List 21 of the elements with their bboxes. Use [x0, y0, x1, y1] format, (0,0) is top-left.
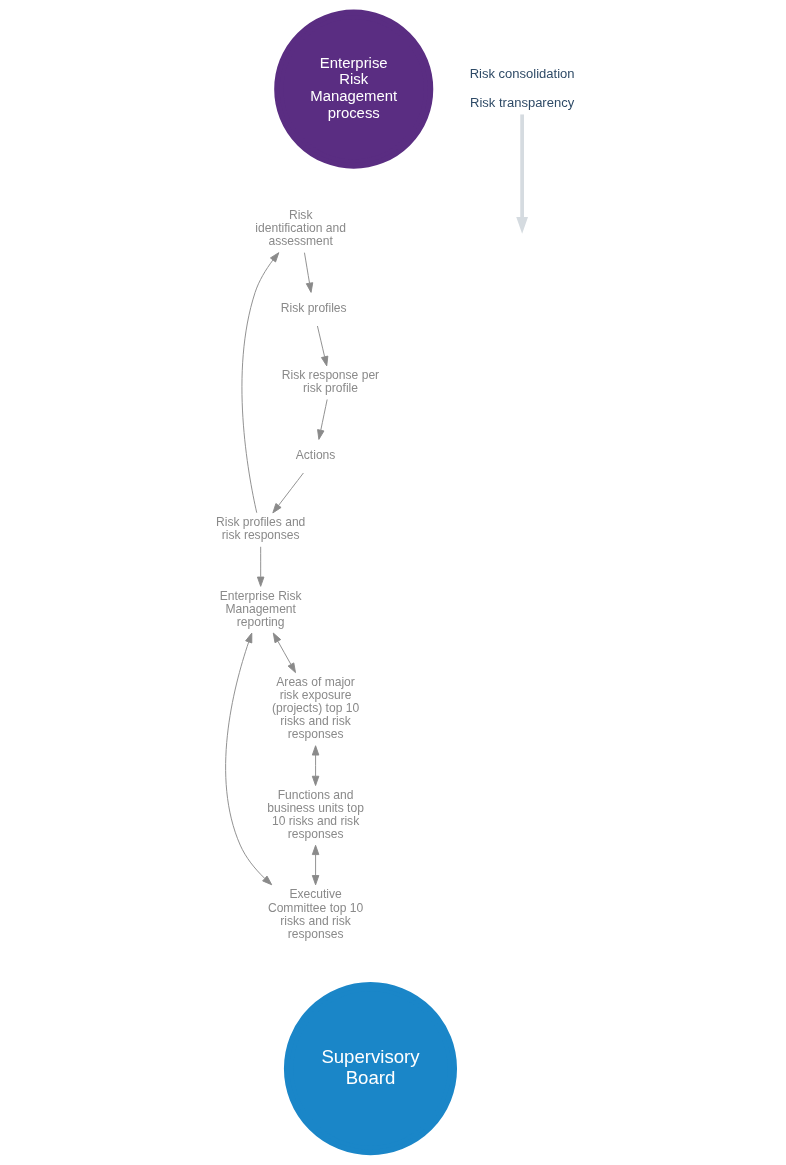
arrow — [311, 844, 319, 886]
node-text: Functions and business units top 10 risks and risk responses — [266, 787, 364, 842]
arrow — [311, 745, 319, 786]
arrow — [316, 399, 328, 440]
node-text: Executive Committee top 10 risks and risk responses — [267, 887, 363, 941]
node-text: Risk consolidation Risk transparency — [469, 66, 575, 110]
node-text: Enterprise Risk Management reporting — [219, 588, 302, 629]
arrow — [224, 632, 272, 886]
node-text: Risk profiles — [280, 301, 347, 316]
arrow — [316, 325, 328, 367]
node-text: Areas of major risk exposure (projects) top 10 risks and risk responses — [271, 675, 359, 742]
arrow — [515, 114, 528, 234]
arrow — [271, 472, 304, 514]
arrow — [241, 252, 279, 514]
node-text: Actions — [295, 448, 335, 463]
arrow — [256, 546, 264, 587]
node-text: Risk response per risk profile — [281, 368, 379, 396]
node-text: Risk identification and assessment — [254, 208, 346, 249]
arrow — [272, 632, 296, 674]
node-text: Risk profiles and risk responses — [215, 515, 305, 543]
arrow — [303, 252, 313, 293]
